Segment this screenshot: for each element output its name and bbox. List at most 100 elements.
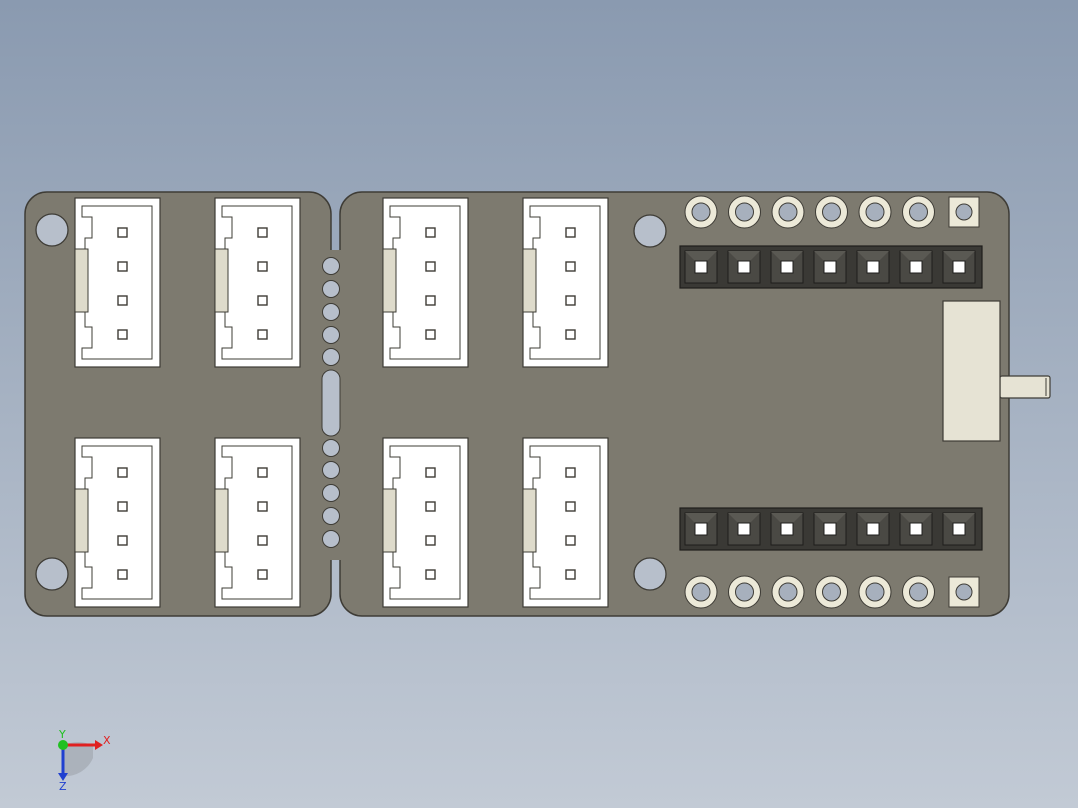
connector-pin xyxy=(565,501,576,512)
connector-cavity xyxy=(221,205,293,360)
mounting-hole xyxy=(35,557,69,591)
pad-hole xyxy=(735,202,754,222)
socket-bevel xyxy=(814,251,846,261)
socket-hole xyxy=(780,260,794,274)
x-axis-arrowhead xyxy=(95,740,103,750)
switch-body xyxy=(942,300,1001,442)
socket-bevel xyxy=(857,251,889,261)
pad-hole xyxy=(735,582,754,602)
socket-bevel xyxy=(943,251,975,261)
socket-hole xyxy=(780,522,794,536)
slide-switch[interactable] xyxy=(942,300,1051,442)
breakaway-hole xyxy=(322,507,340,525)
breakaway-hole xyxy=(322,461,340,479)
socket-bevel xyxy=(728,513,760,523)
breakaway-hole xyxy=(322,530,340,548)
connector-pin xyxy=(117,329,128,340)
connector-cavity xyxy=(529,205,601,360)
connector-latch xyxy=(382,248,397,313)
connector-pin xyxy=(257,501,268,512)
socket-hole xyxy=(866,260,880,274)
jst-connector[interactable] xyxy=(74,437,161,608)
breakaway-hole xyxy=(322,303,340,321)
jst-connector[interactable] xyxy=(74,197,161,368)
connector-pin xyxy=(425,535,436,546)
connector-pin xyxy=(565,227,576,238)
connector-cavity xyxy=(389,445,461,600)
pad-hole xyxy=(778,202,798,222)
socket-bevel xyxy=(857,513,889,523)
breakaway-hole xyxy=(322,348,340,366)
connector-pin xyxy=(257,227,268,238)
pad-hole xyxy=(955,583,973,601)
connector-pin xyxy=(257,467,268,478)
pin-header[interactable] xyxy=(679,507,983,551)
pad-hole xyxy=(822,202,841,222)
connector-pin xyxy=(565,569,576,580)
breakaway-hole xyxy=(322,439,340,457)
jst-connector[interactable] xyxy=(522,197,609,368)
y-axis-dot xyxy=(58,740,68,750)
breakaway-hole xyxy=(322,326,340,344)
jst-connector[interactable] xyxy=(214,197,301,368)
mounting-hole xyxy=(633,214,667,248)
connector-latch xyxy=(214,248,229,313)
socket-bevel xyxy=(685,513,717,523)
connector-latch xyxy=(214,488,229,553)
socket-hole xyxy=(694,260,708,274)
connector-pin xyxy=(117,227,128,238)
connector-pin xyxy=(257,261,268,272)
socket-bevel xyxy=(771,513,803,523)
jst-connector[interactable] xyxy=(382,437,469,608)
connector-pin xyxy=(117,569,128,580)
connector-pin xyxy=(565,295,576,306)
connector-latch xyxy=(74,488,89,553)
pcb-board[interactable] xyxy=(24,191,1051,617)
connector-pin xyxy=(425,501,436,512)
socket-hole xyxy=(909,260,923,274)
socket-hole xyxy=(952,522,966,536)
socket-hole xyxy=(866,522,880,536)
breakaway-hole xyxy=(322,484,340,502)
z-axis-arrowhead xyxy=(58,773,68,781)
connector-cavity xyxy=(529,445,601,600)
jst-connector[interactable] xyxy=(382,197,469,368)
connector-pin xyxy=(425,261,436,272)
connector-cavity xyxy=(389,205,461,360)
mounting-hole xyxy=(633,557,667,591)
socket-bevel xyxy=(771,251,803,261)
triad-shadow xyxy=(63,741,93,777)
connector-pin xyxy=(117,501,128,512)
breakaway-hole xyxy=(322,280,340,298)
mounting-hole xyxy=(35,213,69,247)
connector-pin xyxy=(117,261,128,272)
connector-pin xyxy=(257,295,268,306)
z-axis-label: Z xyxy=(59,780,67,793)
connector-pin xyxy=(425,467,436,478)
pad-hole xyxy=(865,202,885,222)
pad-hole xyxy=(691,582,711,602)
socket-hole xyxy=(823,522,837,536)
socket-bevel xyxy=(900,513,932,523)
x-axis-label: X xyxy=(103,734,111,747)
connector-pin xyxy=(565,329,576,340)
pad-hole xyxy=(909,202,928,222)
connector-pin xyxy=(257,535,268,546)
jst-connector[interactable] xyxy=(522,437,609,608)
coordinate-triad: X Y Z xyxy=(58,728,111,793)
switch-actuator[interactable] xyxy=(999,375,1051,399)
socket-hole xyxy=(737,260,751,274)
breakaway-slot xyxy=(321,369,341,437)
connector-latch xyxy=(522,488,537,553)
pin-header[interactable] xyxy=(679,245,983,289)
connector-cavity xyxy=(81,205,153,360)
socket-bevel xyxy=(728,251,760,261)
connector-pin xyxy=(425,295,436,306)
connector-pin xyxy=(565,535,576,546)
y-axis-label: Y xyxy=(58,728,66,741)
connector-pin xyxy=(257,569,268,580)
connector-pin xyxy=(117,295,128,306)
jst-connector[interactable] xyxy=(214,437,301,608)
connector-pin xyxy=(117,467,128,478)
